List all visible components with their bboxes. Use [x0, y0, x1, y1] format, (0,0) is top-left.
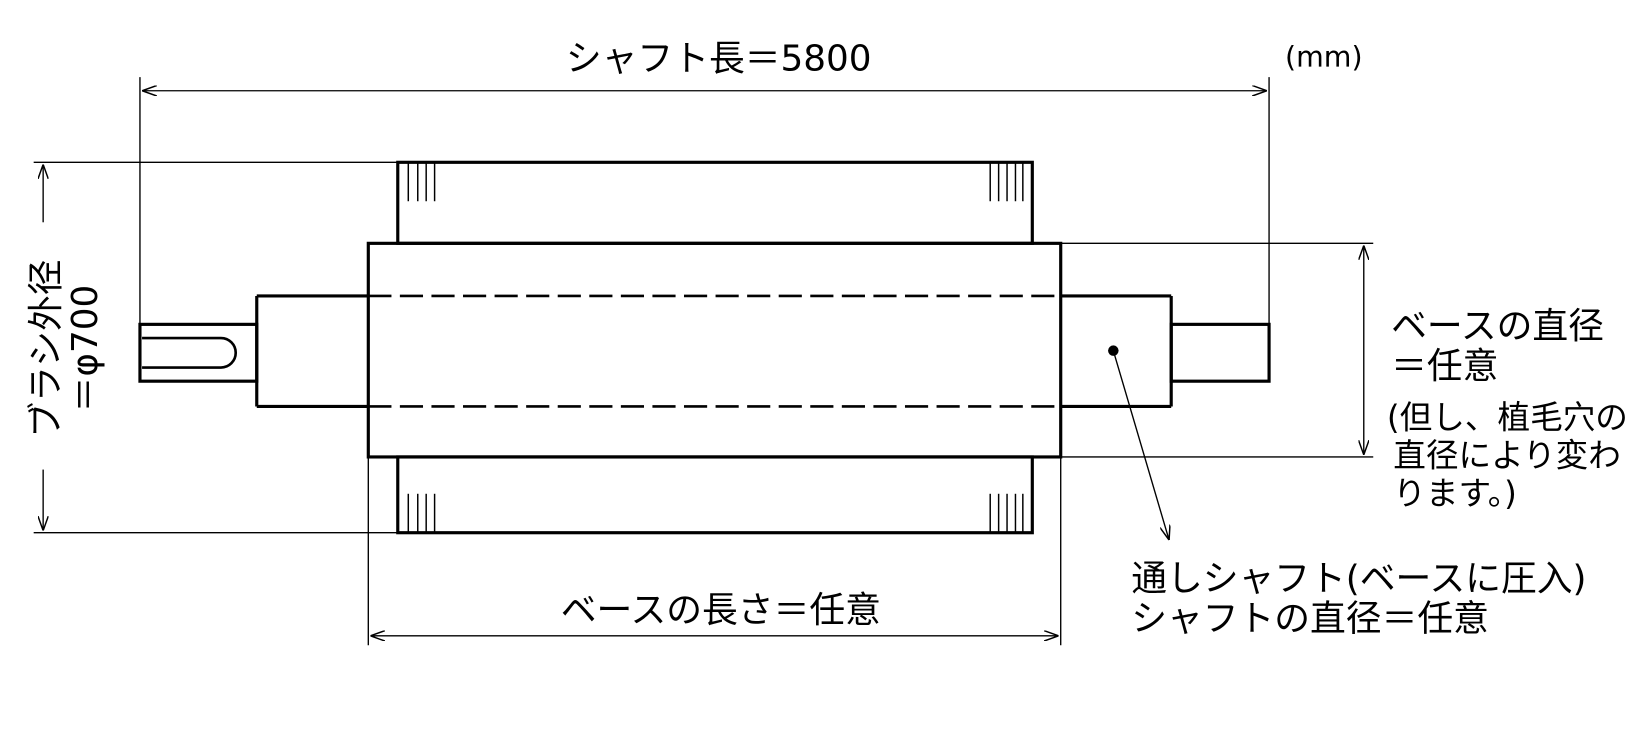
- base-diameter-dimension: ベースの直径 ＝任意 (但し、植毛穴の 直径により変わ ります。): [1060, 242, 1628, 512]
- base-diameter-label-line2: ＝任意: [1391, 346, 1498, 387]
- base-cylinder: [366, 241, 1063, 459]
- keyway-slot: [142, 336, 237, 369]
- shaft-length-label: シャフト長＝5800: [566, 39, 872, 80]
- left-shaft-end: [138, 322, 259, 383]
- base-diameter-note-line3: ります。): [1393, 474, 1517, 512]
- upper-right-bristle-hatch: [989, 162, 1024, 202]
- base-length-label: ベースの長さ＝任意: [561, 590, 881, 631]
- brush-diameter-label-line2: ＝φ700: [65, 285, 106, 413]
- through-shaft-label-line1: 通しシャフト(ベースに圧入): [1131, 559, 1586, 600]
- base-diameter-label-line1: ベースの直径: [1391, 306, 1604, 347]
- shaft-length-dimension: シャフト長＝5800: [139, 39, 1270, 326]
- upper-brush-band: [396, 160, 1034, 245]
- upper-brush-outline: [396, 160, 1034, 245]
- through-shaft-label-line2: シャフトの直径＝任意: [1131, 599, 1489, 640]
- through-shaft-leader: 通しシャフト(ベースに圧入) シャフトの直径＝任意: [1108, 345, 1587, 640]
- base-diameter-note-line1: (但し、植毛穴の: [1387, 399, 1628, 437]
- base-length-dimension: ベースの長さ＝任意: [367, 456, 1062, 646]
- lower-brush-band: [396, 455, 1034, 535]
- lower-left-bristle-hatch: [407, 493, 436, 533]
- unit-label: (mm): [1285, 41, 1363, 74]
- lower-right-bristle-hatch: [989, 493, 1024, 533]
- brush-diameter-label-line1: ブラシ外径: [26, 259, 67, 437]
- right-shaft-end: [1169, 322, 1271, 383]
- brush-diameter-dimension: ブラシ外径 ＝φ700: [26, 161, 398, 534]
- leader-line: [1112, 350, 1169, 540]
- base-diameter-note-line2: 直径により変わ: [1393, 436, 1621, 474]
- lower-brush-outline: [396, 455, 1034, 535]
- upper-left-bristle-hatch: [407, 162, 436, 202]
- through-shaft: [138, 294, 1271, 409]
